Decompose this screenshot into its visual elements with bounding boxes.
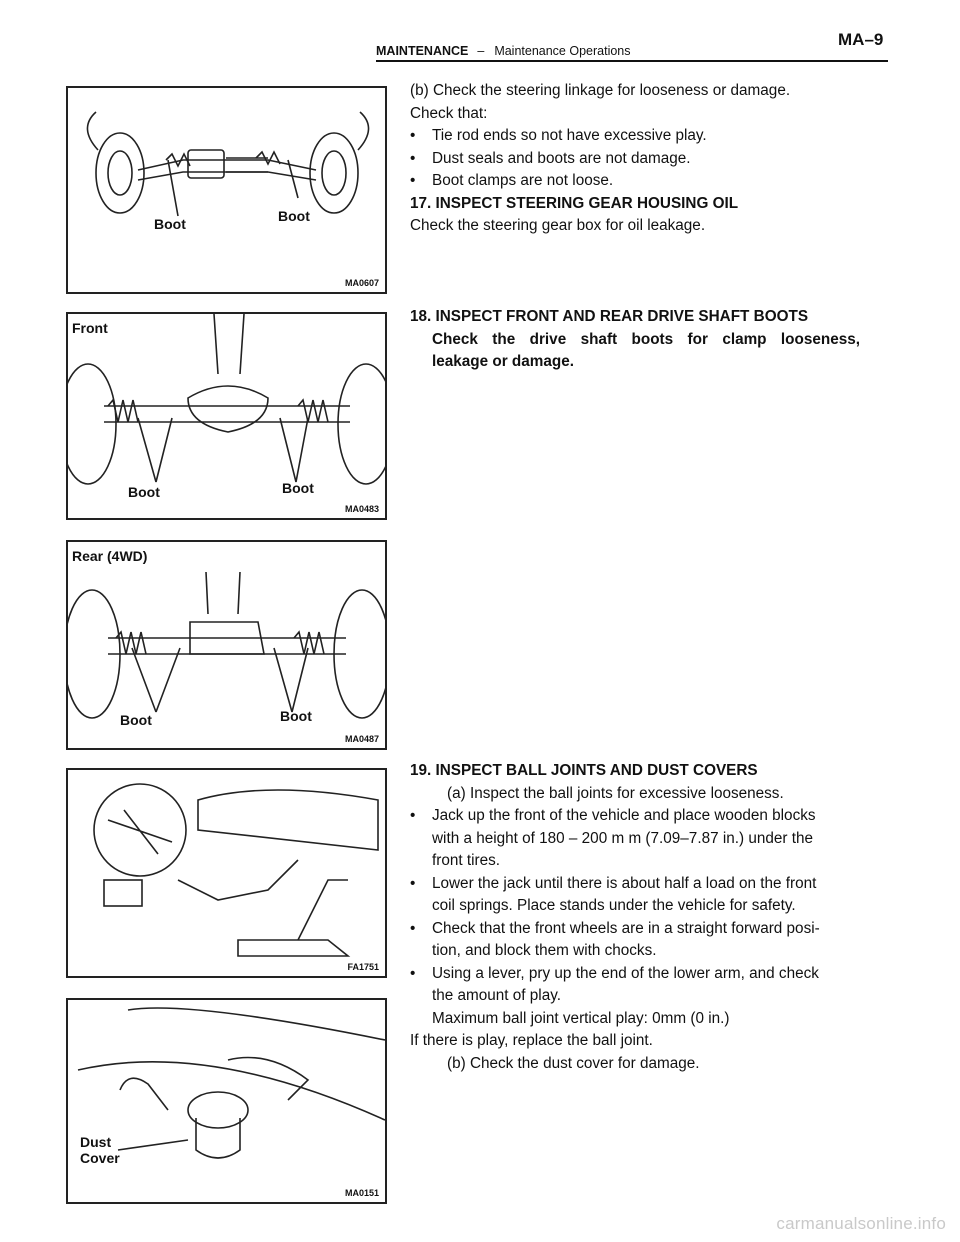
header-rule [376, 60, 888, 62]
figure1-label-boot-left: Boot [154, 216, 186, 232]
drive-shaft-text: 18. INSPECT FRONT AND REAR DRIVE SHAFT B… [410, 306, 860, 374]
bullet-text: Dust seals and boots are not damage. [432, 149, 691, 167]
figure-front-drive-shaft: Front Boot Boot MA0483 [66, 312, 387, 520]
step-b-dust-cover: (b) Check the dust cover for damage. [447, 1054, 700, 1072]
figure5-code: MA0151 [344, 1188, 379, 1198]
bullet-front-wheels: • Check that the front wheels are in a st… [410, 918, 860, 941]
heading-17: 17. INSPECT STEERING GEAR HOUSING OIL [410, 194, 739, 212]
check-that-label: Check that: [410, 104, 488, 122]
bullet-text: Boot clamps are not loose. [432, 172, 614, 189]
bullet-tie-rod: • Tie rod ends so not have excessive play… [410, 125, 860, 148]
figure5-label-cover: Cover [80, 1150, 120, 1166]
bullet-dot: • [410, 127, 416, 144]
bullet-front-wheels-cont: tion, and block them with chocks. [432, 942, 657, 959]
figure2-label-boot-left: Boot [128, 484, 160, 500]
bullet-lower-jack-cont: coil springs. Place stands under the veh… [432, 897, 796, 914]
figure3-title: Rear (4WD) [72, 548, 148, 564]
header-subsection: Maintenance Operations [494, 44, 631, 58]
step-a-ball-joints: (a) Inspect the ball joints for excessiv… [447, 784, 784, 802]
step-b-linkage: (b) Check the steering linkage for loose… [410, 82, 791, 99]
figure-rear-drive-shaft: Rear (4WD) Boot Boot MA0487 [66, 540, 387, 750]
figure-dust-cover: Dust Cover MA0151 [66, 998, 387, 1204]
bullet-text: Using a lever, pry up the end of the low… [432, 964, 819, 982]
figure2-code: MA0483 [344, 504, 379, 514]
if-play-text: If there is play, replace the ball joint… [410, 1032, 653, 1049]
bullet-dust-seals: • Dust seals and boots are not damage. [410, 148, 860, 171]
header-separator: – [477, 44, 485, 58]
bullet-lever: • Using a lever, pry up the end of the lo… [410, 963, 860, 986]
bullet-dot: • [410, 172, 416, 189]
rear-drive-shaft-drawing [68, 571, 385, 719]
heading-18: 18. INSPECT FRONT AND REAR DRIVE SHAFT B… [410, 308, 809, 325]
front-drive-shaft-drawing [68, 314, 385, 485]
dust-cover-drawing [77, 1007, 385, 1159]
header-section-title: MAINTENANCE [376, 44, 469, 58]
page-number: MA–9 [838, 30, 884, 49]
bullet-jack-up-cont: with a height of 180 – 200 m m (7.09–7.8… [432, 829, 813, 847]
figure5-label-dust: Dust [80, 1134, 112, 1150]
bullet-lower-jack: • Lower the jack until there is about hal… [410, 873, 860, 896]
heading-19: 19. INSPECT BALL JOINTS AND DUST COVERS [410, 762, 758, 779]
bullet-dot: • [410, 874, 416, 892]
bullet-dot: • [410, 919, 416, 937]
figure2-label-boot-right: Boot [282, 480, 314, 496]
bullet-text: Lower the jack until there is about half… [432, 874, 817, 892]
bullet-lever-cont: the amount of play. [432, 987, 561, 1004]
page-header: MAINTENANCE–Maintenance Operations MA–9 [0, 0, 960, 62]
steering-linkage-text: (b) Check the steering linkage for loose… [410, 80, 860, 238]
bullet-dot: • [410, 807, 416, 824]
bullet-dot: • [410, 149, 416, 167]
bullet-jack-up: • Jack up the front of the vehicle and pl… [410, 805, 860, 828]
bullet-jack-up-cont2: front tires. [432, 852, 501, 869]
figure2-title: Front [72, 320, 108, 336]
figure-steering-linkage: Boot Boot MA0607 [66, 86, 387, 294]
text-18b: leakage or damage. [432, 353, 574, 370]
figure3-code: MA0487 [344, 734, 379, 744]
bullet-text: Check that the front wheels are in a str… [432, 919, 820, 937]
bullet-text: Tie rod ends so not have excessive play. [432, 127, 707, 144]
text-18a: Check the drive shaft boots for clamp lo… [432, 330, 860, 348]
max-play-spec: Maximum ball joint vertical play: 0mm (0… [432, 1009, 730, 1027]
bullet-boot-clamps: • Boot clamps are not loose. [410, 170, 860, 193]
text-17: Check the steering gear box for oil leak… [410, 217, 706, 234]
figure1-label-boot-right: Boot [278, 208, 310, 224]
figure4-code: FA1751 [347, 962, 379, 972]
figure3-label-boot-right: Boot [280, 708, 312, 724]
bullet-dot: • [410, 964, 416, 982]
steering-linkage-drawing [86, 111, 370, 217]
ball-joint-jack-drawing [93, 783, 379, 957]
figure1-code: MA0607 [344, 278, 379, 288]
ball-joint-text: 19. INSPECT BALL JOINTS AND DUST COVERS … [410, 760, 860, 1075]
figure3-label-boot-left: Boot [120, 712, 152, 728]
header-section: MAINTENANCE–Maintenance Operations [376, 44, 631, 58]
watermark-footer: carmanualsonline.info [776, 1214, 946, 1233]
bullet-text: Jack up the front of the vehicle and pla… [432, 807, 816, 824]
figure-ball-joint-jack: FA1751 [66, 768, 387, 978]
